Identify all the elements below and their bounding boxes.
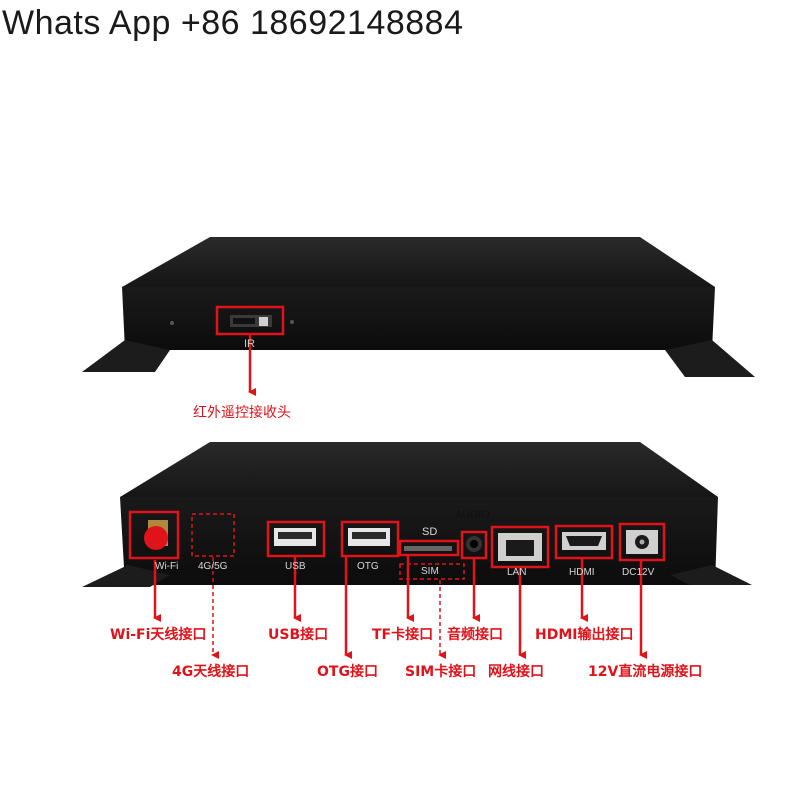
- sim-highlight-box: [399, 563, 465, 580]
- sd-callout: TF卡接口: [372, 627, 434, 643]
- dc-panel-label: DC12V: [622, 567, 655, 578]
- top-device: [82, 237, 755, 377]
- bottom-device: [82, 442, 752, 587]
- sim-panel-label: SIM: [421, 566, 439, 577]
- usb-panel-label: USB: [285, 561, 306, 572]
- lan-callout: 网线接口: [488, 664, 544, 680]
- sd-panel-label: SD: [422, 526, 438, 538]
- ir-port-label: IR: [244, 338, 255, 350]
- usb-callout: USB接口: [268, 627, 329, 643]
- otg-panel-label: OTG: [357, 561, 379, 572]
- 4g-callout: 4G天线接口: [172, 664, 250, 680]
- wifi-highlight-box: [128, 510, 180, 560]
- dc-callout: 12V直流电源接口: [588, 664, 703, 680]
- otg-highlight-box: [340, 520, 400, 558]
- lan-panel-label: LAN: [507, 567, 527, 578]
- hdmi-highlight-box: [554, 524, 614, 560]
- dc-highlight-box: [618, 522, 666, 562]
- ir-highlight-box: [215, 305, 285, 336]
- whatsapp-banner: Whats App +86 18692148884: [2, 4, 464, 42]
- otg-callout: OTG接口: [317, 664, 378, 680]
- sd-highlight-box: [398, 539, 460, 557]
- usb-highlight-box: [266, 520, 326, 558]
- lan-highlight-box: [490, 525, 550, 569]
- wifi-callout: Wi-Fi天线接口: [110, 627, 207, 643]
- audio-highlight-box: [460, 530, 488, 560]
- 4g-highlight-box: [191, 513, 235, 557]
- sim-callout: SIM卡接口: [405, 664, 477, 680]
- hdmi-panel-label: HDMI: [569, 567, 595, 578]
- hdmi-callout: HDMI输出接口: [535, 627, 634, 643]
- 4g-panel-label: 4G/5G: [198, 561, 228, 572]
- audio-callout: 音频接口: [447, 627, 503, 643]
- audio-panel-label: AUDIO: [455, 509, 490, 521]
- ir-callout: 红外遥控接收头: [193, 405, 291, 421]
- wifi-panel-label: Wi-Fi: [155, 561, 179, 572]
